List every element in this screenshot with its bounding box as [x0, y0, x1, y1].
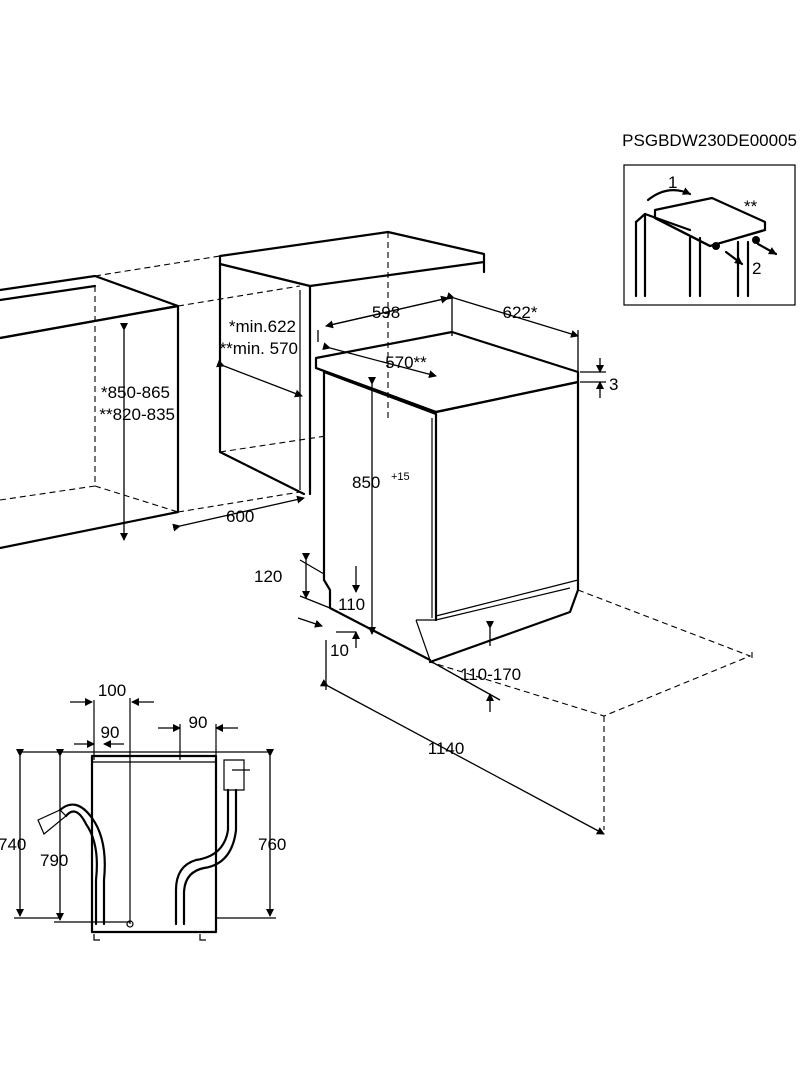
- plinth-120-label: 120: [254, 567, 282, 586]
- niche-depth-line1: *min.622: [229, 317, 296, 336]
- top-thickness-label: 3: [609, 375, 618, 394]
- cabinet-height-line2: **820-835: [99, 405, 175, 424]
- niche-depth-line2: **min. 570: [220, 339, 298, 358]
- side-view: 100 90 90 740 790 760: [0, 681, 286, 941]
- offset-90-left-label: 90: [101, 723, 120, 742]
- total-depth-label: 1140: [428, 739, 465, 758]
- inset-marker: **: [744, 197, 758, 216]
- dishwasher-body: 598 622* 570** 3 850 +15 120 110 10 110-…: [254, 296, 753, 835]
- inset-top-removal: 1 2 **: [623, 164, 796, 306]
- appliance-width-label: 598: [372, 303, 400, 322]
- height-790-label: 790: [40, 851, 68, 870]
- height-760-label: 760: [258, 835, 286, 854]
- appliance-depth-star-label: 622*: [503, 303, 538, 322]
- offset-90-right-label: 90: [189, 713, 208, 732]
- inset-frame: [623, 164, 796, 306]
- plinth-10-label: 10: [330, 641, 349, 660]
- inset-step-2: 2: [752, 259, 761, 278]
- inset-step-1: 1: [668, 173, 677, 192]
- height-740-label: 740: [0, 835, 26, 854]
- figure-code: PSGBDW230DE00005: [622, 131, 797, 150]
- kitchen-cabinet: *850-865 **820-835: [0, 255, 301, 550]
- appliance-height-tolerance: +15: [391, 471, 410, 483]
- appliance-height-label: 850: [352, 473, 380, 492]
- cabinet-height-line1: *850-865: [101, 383, 170, 402]
- appliance-depth-dstar-label: 570**: [385, 353, 427, 372]
- offset-100-label: 100: [98, 681, 126, 700]
- niche-box: *min.622 **min. 570 600: [172, 230, 486, 532]
- plinth-110-label: 110: [338, 595, 365, 614]
- foot-range-label: 110-170: [460, 665, 521, 684]
- niche-width-label: 600: [226, 507, 254, 526]
